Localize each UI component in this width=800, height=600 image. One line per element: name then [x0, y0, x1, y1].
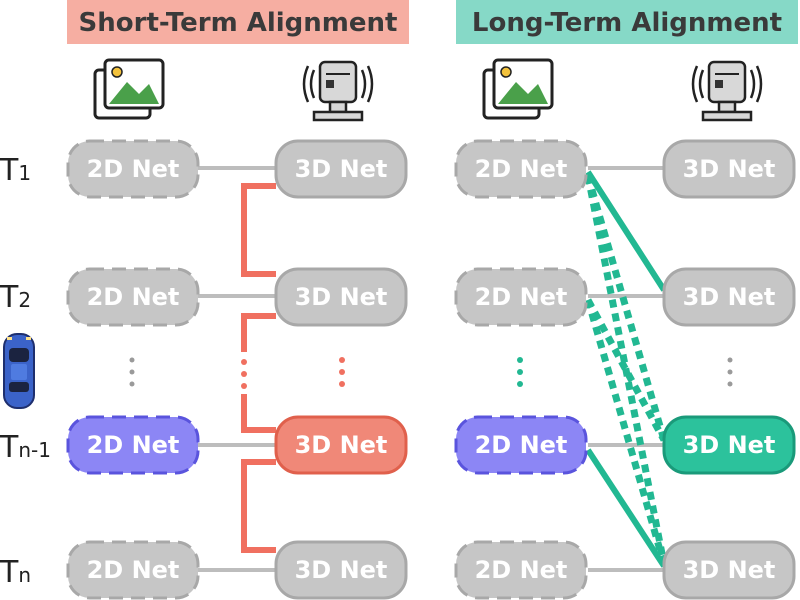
- long-term-link-dotted: [584, 175, 668, 441]
- long-term-title-bg: [456, 0, 798, 44]
- node-3d-net-label: 3D Net: [683, 556, 776, 584]
- long-term-link-solid: [585, 448, 667, 568]
- node-2d-net: [454, 139, 588, 199]
- lidar-sensor-icon: [302, 60, 374, 122]
- ellipsis-dots: [129, 357, 135, 387]
- timestep-label: Tn-1: [0, 430, 51, 465]
- timestep-label: T2: [0, 280, 31, 315]
- short-term-bracket: [241, 183, 276, 277]
- long-term-title: Long-Term Alignment: [472, 8, 782, 38]
- image-icon: [93, 58, 165, 120]
- node-3d-net-label: 3D Net: [683, 155, 776, 183]
- ellipsis-dots: [517, 357, 523, 387]
- node-2d-net: [66, 267, 200, 327]
- long-term-link-dotted: [584, 175, 668, 565]
- node-3d-net: [662, 139, 796, 199]
- node-2d-net-active: [454, 415, 588, 475]
- node-3d-net: [274, 139, 408, 199]
- node-3d-net-label: 3D Net: [295, 155, 388, 183]
- node-3d-net: [662, 267, 796, 327]
- node-2d-net-label: 2D Net: [87, 155, 180, 183]
- node-3d-net-label: 3D Net: [295, 283, 388, 311]
- node-2d-net-label: 2D Net: [475, 155, 568, 183]
- car-icon: [3, 333, 35, 409]
- timestep-label: Tn: [0, 555, 31, 590]
- node-3d-net-active: [274, 415, 408, 475]
- node-2d-net: [66, 139, 200, 199]
- node-2d-net-label: 2D Net: [475, 431, 568, 459]
- timestep-label: T1: [0, 153, 31, 188]
- long-term-link-dotted: [584, 299, 668, 565]
- node-3d-net-active: [662, 415, 796, 475]
- ellipsis-dots: [727, 357, 733, 387]
- node-3d-net-label: 3D Net: [295, 431, 388, 459]
- short-term-title: Short-Term Alignment: [79, 8, 398, 38]
- image-icon: [482, 58, 554, 120]
- lidar-sensor-icon: [691, 60, 763, 122]
- short-term-bracket: [241, 459, 276, 553]
- node-2d-net-label: 2D Net: [475, 283, 568, 311]
- node-2d-net-active: [66, 415, 200, 475]
- node-2d-net-label: 2D Net: [87, 556, 180, 584]
- node-3d-net-label: 3D Net: [683, 431, 776, 459]
- short-term-bracket: [241, 394, 276, 433]
- node-2d-net-label: 2D Net: [87, 283, 180, 311]
- ellipsis-dots: [241, 359, 247, 389]
- long-term-link-dotted: [584, 298, 668, 442]
- short-term-bracket: [241, 313, 276, 352]
- node-3d-net: [274, 267, 408, 327]
- node-2d-net: [454, 267, 588, 327]
- node-2d-net-label: 2D Net: [87, 431, 180, 459]
- node-2d-net: [66, 540, 200, 600]
- node-3d-net: [274, 540, 408, 600]
- short-term-title-bg: [67, 0, 409, 44]
- node-2d-net-label: 2D Net: [475, 556, 568, 584]
- node-3d-net: [662, 540, 796, 600]
- node-2d-net: [454, 540, 588, 600]
- long-term-link-solid: [585, 170, 667, 292]
- node-3d-net-label: 3D Net: [683, 283, 776, 311]
- ellipsis-dots: [339, 357, 345, 387]
- node-3d-net-label: 3D Net: [295, 556, 388, 584]
